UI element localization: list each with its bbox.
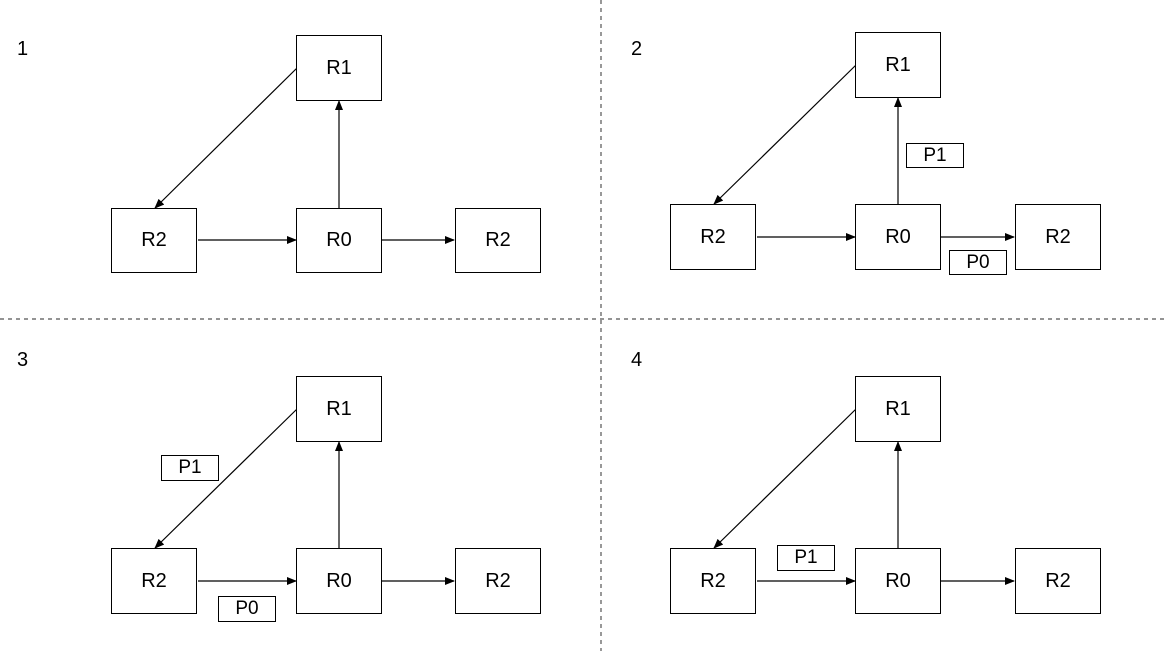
edge-r1-to-r2	[154, 67, 298, 209]
node-r0: R0	[296, 208, 382, 273]
node-r2-left: R2	[111, 208, 197, 273]
node-r2-left: R2	[670, 548, 756, 614]
packet-p1: P1	[777, 545, 835, 571]
node-r2-left: R2	[111, 548, 197, 614]
node-r2-right: R2	[1015, 548, 1101, 614]
node-r1: R1	[296, 35, 382, 101]
packet-p1: P1	[161, 455, 219, 481]
panel-number: 3	[17, 349, 29, 371]
node-r2-right: R2	[455, 208, 541, 273]
node-r0: R0	[296, 548, 382, 614]
packet-p0: P0	[949, 250, 1007, 275]
packet-p1: P1	[906, 143, 964, 168]
node-r0: R0	[855, 204, 941, 270]
node-r1: R1	[855, 376, 941, 442]
edge-r1-to-r2	[154, 408, 298, 549]
panel-number: 2	[631, 38, 643, 60]
node-r0: R0	[855, 548, 941, 614]
panel-number: 1	[17, 38, 29, 60]
node-r1: R1	[296, 376, 382, 442]
panel-number: 4	[631, 349, 643, 371]
node-r2-right: R2	[1015, 204, 1101, 270]
node-r2-right: R2	[455, 548, 541, 614]
node-r2-left: R2	[670, 204, 756, 270]
edge-r1-to-r2	[713, 408, 857, 549]
edge-r1-to-r2	[713, 64, 857, 205]
node-r1: R1	[855, 32, 941, 98]
packet-p0: P0	[218, 596, 276, 622]
